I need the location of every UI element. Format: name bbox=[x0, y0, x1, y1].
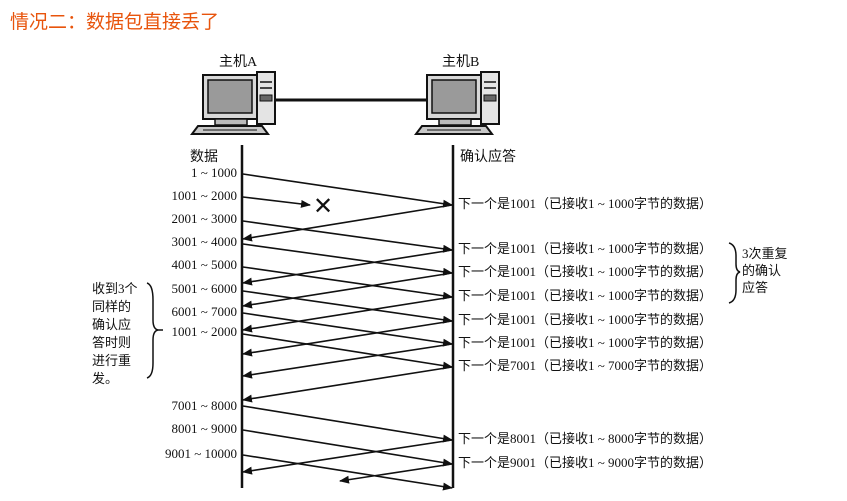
duplicate-ack-note: 3次重复 的确认 应答 bbox=[742, 246, 791, 295]
segment-label: 5001 ~ 6000 bbox=[171, 281, 237, 296]
ack-arrow bbox=[242, 439, 453, 475]
data-arrow bbox=[242, 290, 453, 324]
data-arrow bbox=[242, 220, 453, 253]
ack-label: 下一个是1001（已接收1 ~ 1000字节的数据） bbox=[458, 264, 712, 279]
data-column-header: 数据 bbox=[190, 149, 218, 165]
ack-arrow bbox=[339, 463, 453, 484]
duplicate-ack-brace bbox=[728, 242, 741, 304]
ack-label: 下一个是7001（已接收1 ~ 7000字节的数据） bbox=[458, 358, 712, 373]
ack-arrow bbox=[242, 343, 453, 379]
note-line: 答时则 bbox=[92, 335, 131, 350]
data-arrow bbox=[242, 266, 453, 300]
note-line: 同样的 bbox=[92, 299, 131, 314]
note-line: 的确认 bbox=[742, 263, 781, 278]
ack-label: 下一个是1001（已接收1 ~ 1000字节的数据） bbox=[458, 288, 712, 303]
ack-arrow bbox=[242, 320, 453, 357]
retransmit-note: 收到3个 同样的 确认应 答时则 进行重 发。 bbox=[92, 281, 141, 386]
ack-arrow bbox=[242, 204, 453, 242]
ack-label: 下一个是1001（已接收1 ~ 1000字节的数据） bbox=[458, 196, 712, 211]
lost-data-arrow bbox=[242, 196, 311, 208]
ack-label: 下一个是9001（已接收1 ~ 9000字节的数据） bbox=[458, 455, 712, 470]
note-line: 收到3个 bbox=[92, 281, 138, 296]
data-arrow bbox=[242, 173, 453, 208]
host-b-label: 主机B bbox=[442, 54, 479, 70]
segment-label: 9001 ~ 10000 bbox=[165, 446, 237, 461]
retransmit-brace bbox=[146, 282, 159, 379]
note-line: 3次重复 bbox=[742, 246, 788, 261]
segment-label: 1001 ~ 2000 bbox=[171, 188, 237, 203]
retransmit-arrow bbox=[242, 333, 453, 370]
host-a-computer-icon bbox=[190, 71, 276, 135]
segment-label: 2001 ~ 3000 bbox=[171, 211, 237, 226]
host-b-computer-icon bbox=[414, 71, 500, 135]
ack-arrow bbox=[242, 296, 453, 333]
segment-label: 7001 ~ 8000 bbox=[171, 398, 237, 413]
note-line: 发。 bbox=[92, 371, 118, 386]
ack-column-header: 确认应答 bbox=[460, 148, 516, 165]
data-arrow bbox=[242, 243, 453, 276]
ack-arrow bbox=[242, 272, 453, 309]
ack-label: 下一个是8001（已接收1 ~ 8000字节的数据） bbox=[458, 431, 712, 446]
ack-label: 下一个是1001（已接收1 ~ 1000字节的数据） bbox=[458, 312, 712, 327]
ack-arrow bbox=[242, 249, 453, 286]
data-arrow bbox=[242, 312, 453, 347]
data-arrow bbox=[242, 454, 453, 491]
note-line: 进行重 bbox=[92, 353, 131, 368]
segment-label: 3001 ~ 4000 bbox=[171, 234, 237, 249]
segment-label: 1 ~ 1000 bbox=[191, 165, 237, 180]
data-arrow bbox=[242, 429, 453, 467]
packet-loss-icon: ✕ bbox=[313, 194, 333, 220]
segment-label: 8001 ~ 9000 bbox=[171, 421, 237, 436]
host-a-label: 主机A bbox=[219, 54, 258, 70]
page-title: 情况二：数据包直接丢了 bbox=[10, 11, 220, 33]
ack-label: 下一个是1001（已接收1 ~ 1000字节的数据） bbox=[458, 335, 712, 350]
data-arrow bbox=[242, 405, 453, 443]
ack-arrow bbox=[242, 366, 453, 403]
segment-label: 1001 ~ 2000 bbox=[171, 324, 237, 339]
note-line: 确认应 bbox=[92, 317, 131, 332]
ack-label: 下一个是1001（已接收1 ~ 1000字节的数据） bbox=[458, 241, 712, 256]
segment-label: 4001 ~ 5000 bbox=[171, 257, 237, 272]
note-line: 应答 bbox=[742, 280, 768, 295]
segment-label: 6001 ~ 7000 bbox=[171, 304, 237, 319]
